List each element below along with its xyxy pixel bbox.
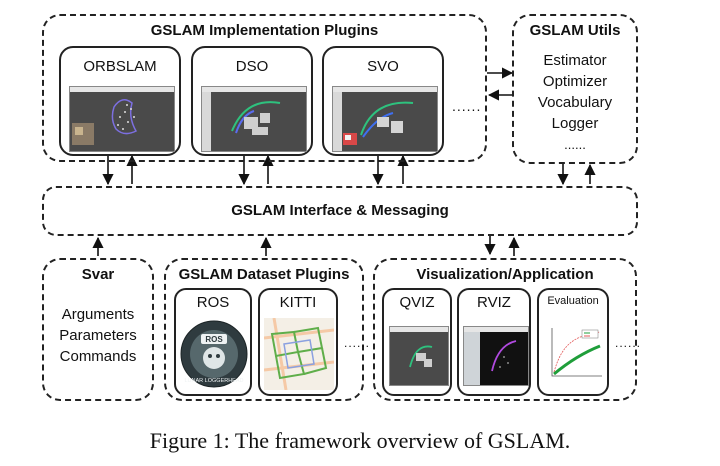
utils-item-estimator: Estimator bbox=[543, 52, 607, 69]
figure-caption: Figure 1: The framework overview of GSLA… bbox=[149, 428, 571, 453]
plugin-card-svo[interactable]: SVO bbox=[322, 46, 444, 156]
svar-title: Svar bbox=[81, 266, 115, 283]
plugin-card-orbslam[interactable]: ORBSLAM bbox=[59, 46, 181, 156]
plugin-card-kitti[interactable]: KITTI bbox=[258, 288, 338, 396]
dso-screenshot bbox=[201, 86, 307, 152]
interface-messaging-title: GSLAM Interface & Messaging bbox=[231, 202, 449, 219]
utils-item-vocabulary: Vocabulary bbox=[537, 94, 613, 111]
visualization-group: Visualization/Application QVIZ RVIZ bbox=[373, 258, 640, 401]
visualization-more: ...... bbox=[615, 336, 642, 350]
svar-item-commands: Commands bbox=[59, 348, 137, 365]
dataset-more: ...... bbox=[344, 336, 371, 350]
plugin-card-dso[interactable]: DSO bbox=[191, 46, 313, 156]
plugin-card-evaluation[interactable]: Evaluation bbox=[537, 288, 609, 396]
utils-list: Estimator Optimizer Vocabulary Logger ..… bbox=[514, 50, 636, 155]
utils-group: GSLAM Utils Estimator Optimizer Vocabula… bbox=[512, 14, 638, 164]
evaluation-plot-thumbnail bbox=[544, 324, 604, 384]
kitti-map-thumbnail bbox=[264, 318, 334, 390]
ros-logo-text: ROS bbox=[205, 335, 223, 344]
utils-item-more: ...... bbox=[564, 137, 586, 152]
svar-list: Arguments Parameters Commands bbox=[44, 304, 152, 367]
svar-group: Svar Arguments Parameters Commands bbox=[42, 258, 154, 401]
plugin-card-qviz[interactable]: QVIZ bbox=[382, 288, 452, 396]
qviz-screenshot bbox=[389, 326, 449, 386]
orbslam-screenshot bbox=[69, 86, 175, 152]
plugin-label-svo: SVO bbox=[367, 58, 399, 75]
svo-screenshot bbox=[332, 86, 438, 152]
utils-title: GSLAM Utils bbox=[529, 22, 621, 39]
ros-logo-ring-text: LUNAR LOGGERHEAD bbox=[185, 378, 244, 384]
ros-lunar-logo: ROS LUNAR LOGGERHEAD bbox=[180, 320, 248, 388]
plugin-label-qviz: QVIZ bbox=[399, 294, 435, 311]
plugin-label-ros: ROS bbox=[196, 294, 230, 311]
plugin-label-evaluation: Evaluation bbox=[547, 295, 599, 307]
rviz-screenshot bbox=[463, 326, 529, 386]
utils-item-logger: Logger bbox=[551, 115, 599, 132]
implementation-more: ...... bbox=[452, 98, 482, 114]
svar-item-parameters: Parameters bbox=[59, 327, 137, 344]
plugin-label-orbslam: ORBSLAM bbox=[83, 58, 157, 75]
dataset-plugins-group: GSLAM Dataset Plugins ROS ROS LUNAR LOGG… bbox=[164, 258, 369, 401]
visualization-title: Visualization/Application bbox=[416, 266, 594, 283]
implementation-plugins-title: GSLAM Implementation Plugins bbox=[150, 22, 379, 39]
plugin-card-ros[interactable]: ROS ROS LUNAR LOGGERHEAD bbox=[174, 288, 252, 396]
utils-item-optimizer: Optimizer bbox=[542, 73, 608, 90]
interface-messaging-bar: GSLAM Interface & Messaging bbox=[42, 186, 638, 236]
plugin-label-dso: DSO bbox=[235, 58, 269, 75]
implementation-plugins-group: GSLAM Implementation Plugins ORBSLAM DSO bbox=[42, 14, 487, 162]
plugin-label-rviz: RVIZ bbox=[477, 294, 511, 311]
svar-item-arguments: Arguments bbox=[61, 306, 135, 323]
plugin-label-kitti: KITTI bbox=[279, 294, 317, 311]
dataset-plugins-title: GSLAM Dataset Plugins bbox=[178, 266, 350, 283]
plugin-card-rviz[interactable]: RVIZ bbox=[457, 288, 531, 396]
